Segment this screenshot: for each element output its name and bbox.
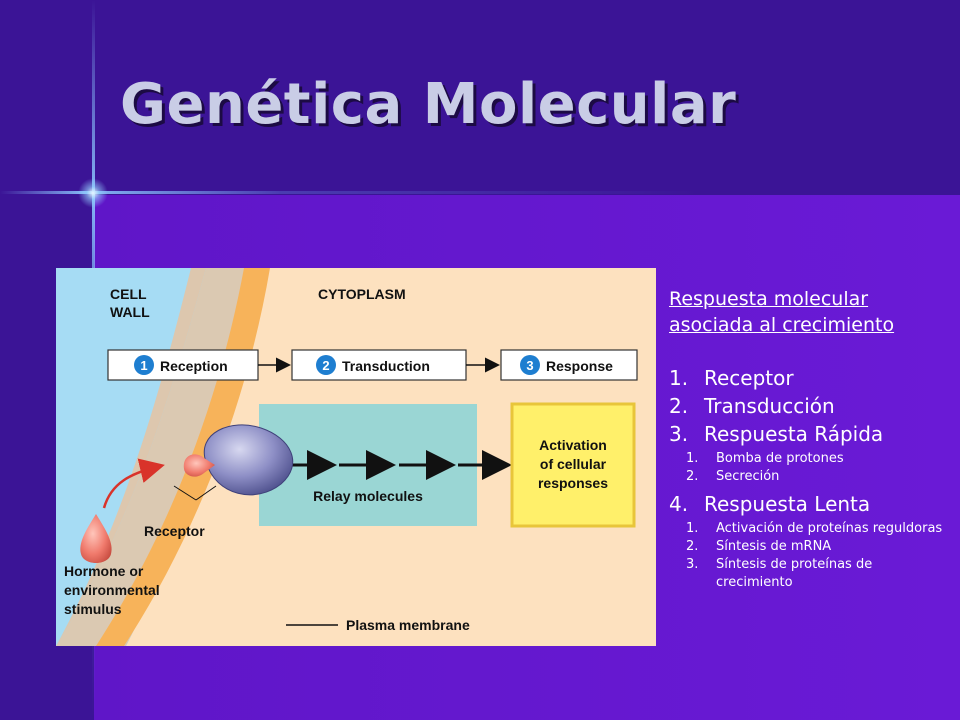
plasma-membrane-label: Plasma membrane — [346, 617, 470, 633]
bound-hormone — [183, 454, 215, 477]
cellular-response-box — [510, 402, 636, 528]
list-number: 1. — [669, 366, 689, 390]
list-item: 4. Respuesta Lenta — [669, 490, 949, 518]
stage-label: Transduction — [342, 358, 430, 374]
light-streak-horizontal — [0, 191, 700, 194]
list-item: 2. Transducción — [669, 392, 949, 420]
notes-heading-link[interactable]: Respuesta molecular asociada al crecimie… — [669, 288, 895, 336]
stage-badge-icon — [520, 355, 540, 375]
sub-list-item: 3. Síntesis de proteínas de crecimiento — [669, 556, 949, 592]
sub-list-label: Síntesis de proteínas de crecimiento — [716, 557, 873, 590]
background-top-band — [0, 0, 960, 195]
list-item: 1. Receptor — [669, 364, 949, 392]
relay-molecules-label: Relay molecules — [313, 488, 423, 504]
hormone-drop — [80, 514, 112, 563]
list-number: 4. — [669, 492, 689, 516]
sub-list-number: 2. — [686, 539, 699, 554]
sub-list: 1. Bomba de protones 2. Secreción — [669, 450, 949, 486]
response-line: Activation — [539, 437, 607, 453]
hormone-label-line: environmental — [64, 582, 160, 598]
sub-list-item: 1. Activación de proteínas reguldoras — [669, 520, 949, 538]
hormone-label-line: stimulus — [64, 601, 122, 617]
notes-panel: Respuesta molecular asociada al crecimie… — [669, 286, 949, 596]
sub-list-number: 1. — [686, 451, 699, 466]
receptor-pointer — [173, 485, 197, 501]
stage-label: Reception — [160, 358, 228, 374]
main-list: 1. Receptor 2. Transducción 3. Respuesta… — [669, 364, 949, 448]
sub-list-label: Activación de proteínas reguldoras — [716, 521, 943, 536]
list-item: 3. Respuesta Rápida — [669, 420, 949, 448]
receptor-protein — [203, 424, 294, 496]
list-number: 3. — [669, 422, 689, 446]
sub-list-label: Secreción — [716, 469, 780, 484]
stage-transduction: 2 Transduction — [291, 349, 467, 381]
stage-badge-icon — [316, 355, 336, 375]
list-label: Receptor — [704, 366, 794, 390]
slide-title: Genética Molecular — [120, 72, 737, 137]
sub-list-item: 1. Bomba de protones — [669, 450, 949, 468]
stage-badge-icon — [134, 355, 154, 375]
cell-wall-label-line1: CELL — [110, 286, 147, 302]
hormone-label-line: Hormone or — [64, 563, 144, 579]
binding-arrow — [102, 458, 165, 509]
sub-list-item: 2. Síntesis de mRNA — [669, 538, 949, 556]
sub-list-number: 2. — [686, 469, 699, 484]
main-list-continued: 4. Respuesta Lenta — [669, 490, 949, 518]
list-label: Transducción — [704, 394, 835, 418]
sub-list-item: 2. Secreción — [669, 468, 949, 486]
cell-wall-label-line2: WALL — [110, 304, 150, 320]
sub-list-number: 3. — [686, 557, 699, 572]
figure-svg: CELL WALL CYTOPLASM 1 Reception 2 Transd… — [56, 268, 656, 646]
response-line: responses — [538, 475, 608, 491]
stage-number: 1 — [140, 358, 147, 373]
list-number: 2. — [669, 394, 689, 418]
list-label: Respuesta Rápida — [704, 422, 884, 446]
cytoplasm-label: CYTOPLASM — [318, 286, 406, 302]
light-flare-icon — [78, 178, 108, 208]
stage-reception: 1 Reception — [107, 349, 259, 381]
sub-list-label: Bomba de protones — [716, 451, 844, 466]
receptor-pointer — [195, 485, 217, 501]
sub-list-number: 1. — [686, 521, 699, 536]
signal-transduction-figure: CELL WALL CYTOPLASM 1 Reception 2 Transd… — [56, 268, 656, 646]
stage-response: 3 Response — [500, 349, 638, 381]
stage-number: 3 — [526, 358, 533, 373]
stage-label: Response — [546, 358, 613, 374]
stage-number: 2 — [322, 358, 329, 373]
receptor-label: Receptor — [144, 523, 205, 539]
sub-list: 1. Activación de proteínas reguldoras 2.… — [669, 520, 949, 592]
sub-list-label: Síntesis de mRNA — [716, 539, 832, 554]
list-label: Respuesta Lenta — [704, 492, 871, 516]
response-line: of cellular — [540, 456, 607, 472]
